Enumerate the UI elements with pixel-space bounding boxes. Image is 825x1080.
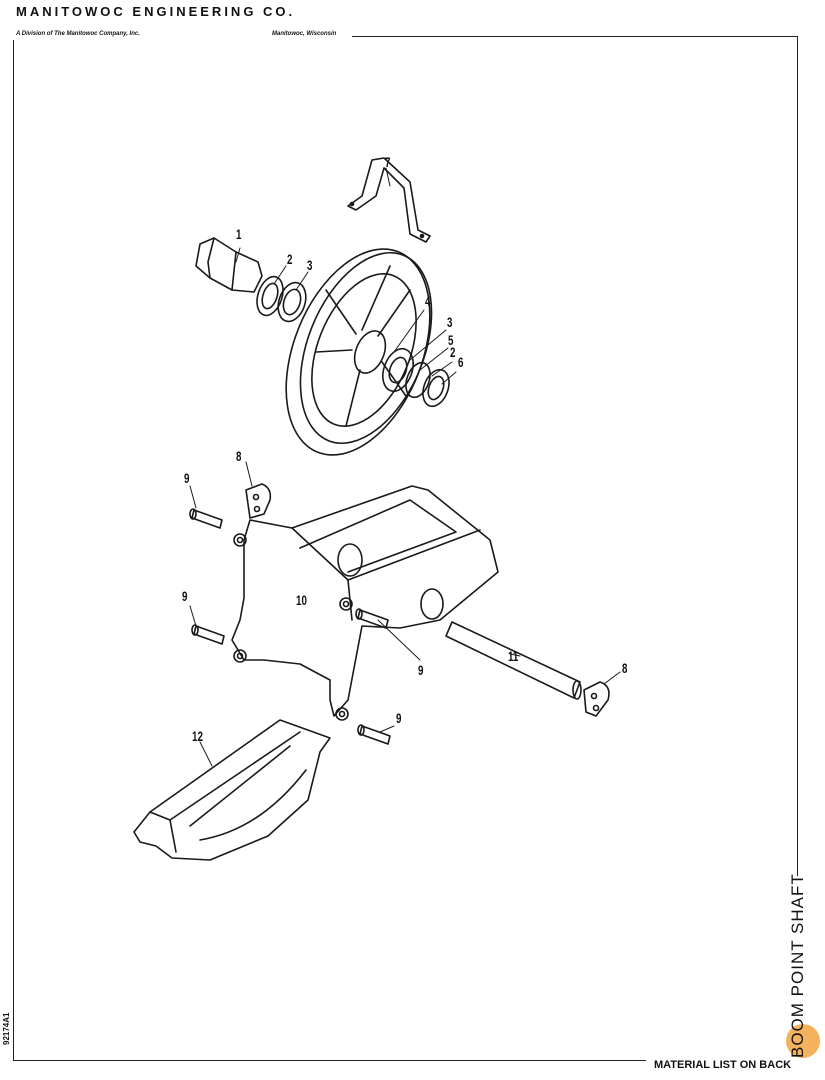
part-label: 12 [192,728,203,744]
part-label: 2 [450,344,456,360]
plate-part-8-upper [245,483,272,519]
division-line: A Division of The Manitowoc Company, Inc… [16,31,140,37]
part-label: 11 [508,648,519,664]
bearing-part-3-right [382,347,414,393]
frame-left-rule [13,40,14,1060]
part-label: 2 [287,251,293,267]
part-label: 9 [182,588,188,604]
part-label: 9 [184,470,190,486]
part-label: 8 [236,448,242,464]
nut-part-6 [422,368,450,408]
part-label: 3 [447,314,453,330]
material-list-note: MATERIAL LIST ON BACK [654,1059,792,1071]
bracket-part-7 [347,157,431,243]
part-label: 6 [458,354,464,370]
frame-right-rule [797,36,798,876]
part-label: 4 [425,293,431,309]
seal-part-2-right [405,361,431,399]
part-label: 8 [622,660,628,676]
pin-part-9-a [189,508,223,529]
part-label: 7 [385,154,391,170]
guard-part-12 [133,719,331,861]
part-label: 3 [307,257,313,273]
leader-lines [189,167,621,767]
part-label: 1 [236,226,242,242]
part-label: 9 [396,710,402,726]
shaft-part-11 [445,621,582,700]
bearing-part-3-left [277,281,307,323]
frame-part-10 [231,485,499,721]
drawing-number: 92174A1 [2,1012,11,1045]
pin-part-9-b [191,624,225,645]
location-line: Manitowoc, Wisconsin [272,31,337,37]
plate-part-8-lower [583,681,610,717]
watermark-logo [786,1024,820,1058]
frame-top-rule [352,36,798,37]
part-label: 10 [296,592,307,608]
seal-part-2-left [256,275,284,317]
company-name: MANITOWOC ENGINEERING CO. [16,4,296,19]
pin-part-9-d [357,724,391,745]
shaft-part-1 [195,237,263,293]
page-title-vertical: BOOM POINT SHAFT [788,873,807,1058]
frame-bottom-rule [13,1060,646,1061]
sheave-part-4 [285,248,433,456]
part-label: 9 [418,662,424,678]
part-label: 5 [448,332,454,348]
